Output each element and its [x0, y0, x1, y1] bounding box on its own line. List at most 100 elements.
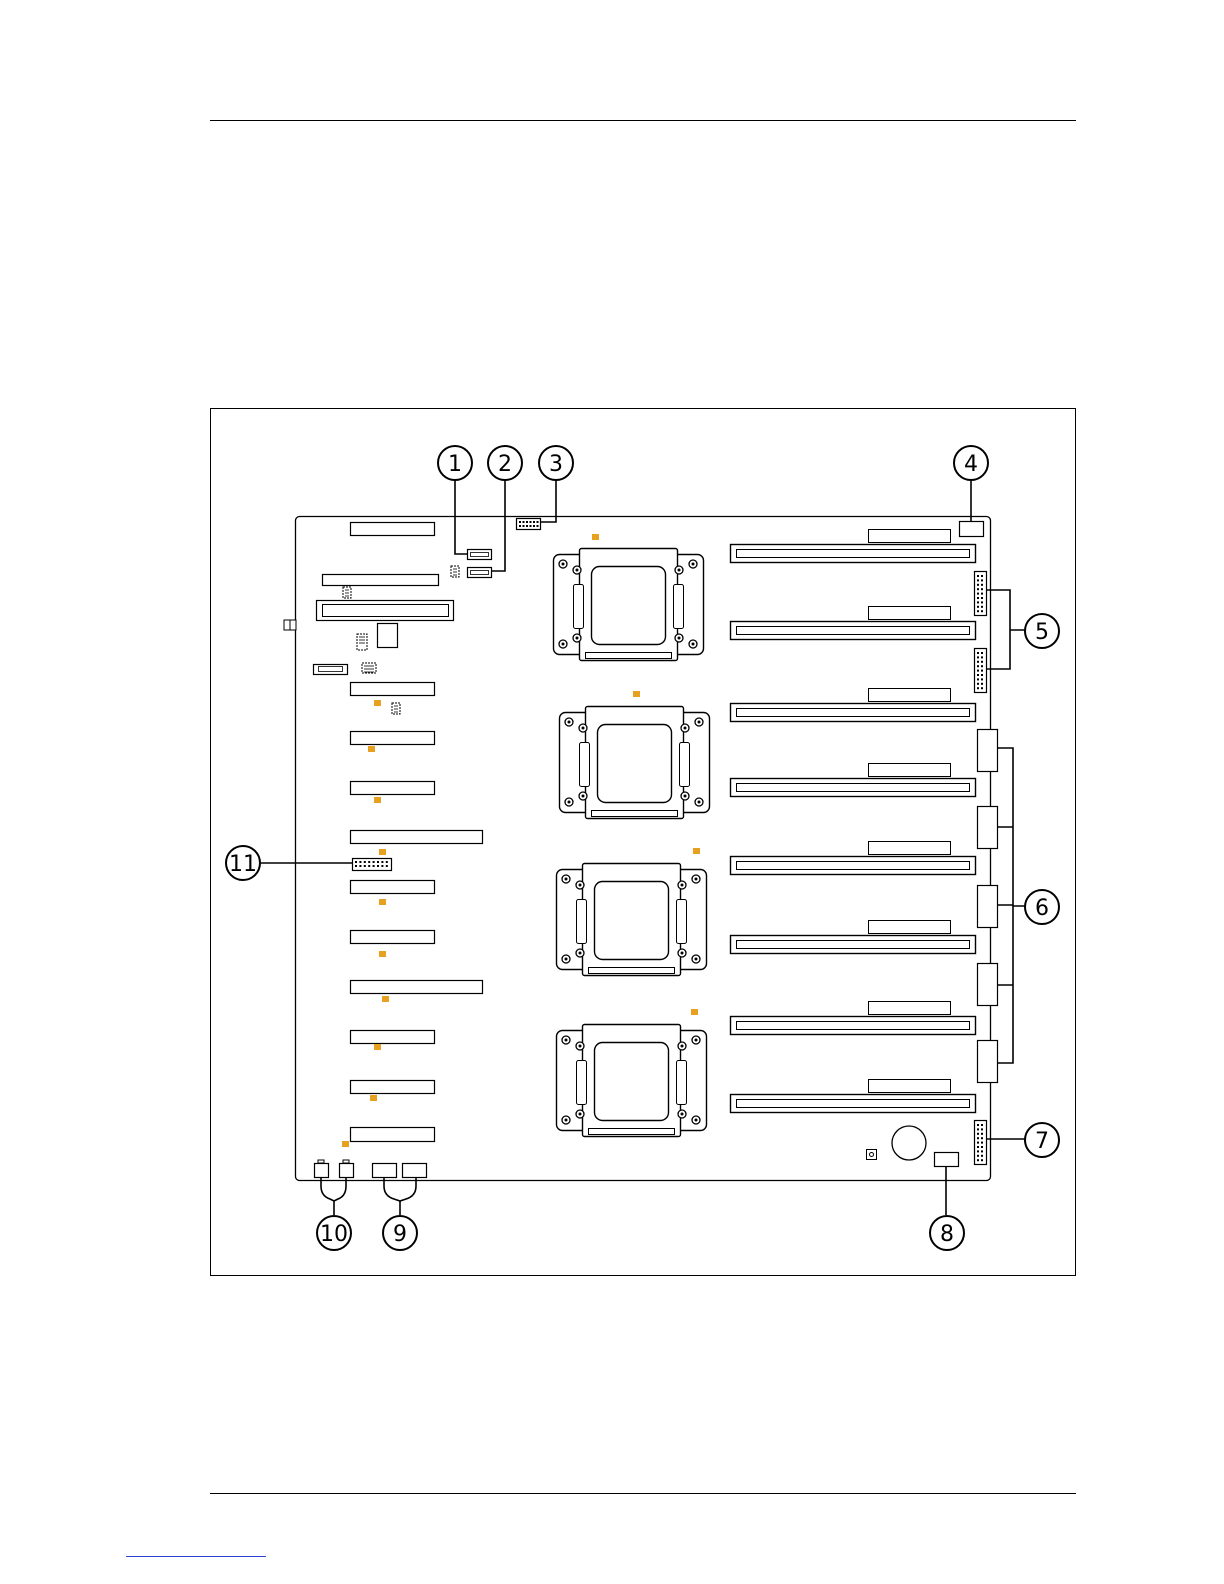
expansion-slot-6	[351, 881, 435, 894]
cpu-screw-center	[565, 1119, 568, 1122]
status-led-2	[633, 691, 640, 697]
cpu-clip-left	[574, 585, 584, 629]
header-pin	[981, 1159, 983, 1161]
callout-number-3: 3	[549, 452, 563, 477]
expansion-slot-7	[351, 931, 435, 944]
cpu-screw-center	[576, 637, 579, 640]
jumper-c	[362, 663, 376, 673]
connector-10b	[340, 1164, 354, 1178]
header-pin	[981, 1150, 983, 1152]
expansion-slot-3	[351, 732, 435, 745]
cpu-screw-center	[562, 643, 565, 646]
header-pin	[981, 601, 983, 603]
header-pin	[977, 1124, 979, 1126]
callout-number-7: 7	[1035, 1129, 1049, 1154]
header-pin	[977, 593, 979, 595]
header-pin	[359, 861, 361, 863]
header-pin	[519, 521, 521, 523]
dimm-slot-inner	[737, 627, 970, 635]
cpu-socket-4	[557, 1025, 707, 1137]
header-pin	[981, 1133, 983, 1135]
header-pin	[977, 670, 979, 672]
cpu-clip-right	[677, 1061, 687, 1105]
header-pin	[377, 865, 379, 867]
header-pin	[355, 861, 357, 863]
header-pin	[355, 865, 357, 867]
cpu-screw-center	[695, 878, 698, 881]
header-pin	[977, 687, 979, 689]
header-pin	[981, 579, 983, 581]
header-pin	[977, 1142, 979, 1144]
header-pin	[977, 1150, 979, 1152]
connector-10a-tab	[318, 1160, 324, 1163]
cpu-lever	[586, 653, 672, 659]
header-5a	[975, 572, 987, 616]
cpu-heatspreader	[595, 1043, 669, 1121]
cpu-clip-left	[577, 1061, 587, 1105]
connector-10b-tab	[343, 1160, 349, 1163]
header-pin	[981, 687, 983, 689]
status-led-7	[374, 797, 381, 803]
header-pin	[981, 1146, 983, 1148]
cpu-screw-center	[695, 1039, 698, 1042]
header-pin	[519, 525, 521, 527]
cpu-screw-center	[562, 563, 565, 566]
cpu-clip-right	[680, 743, 690, 787]
jumper-b	[357, 634, 367, 650]
header-pin	[526, 525, 528, 527]
cpu-screw-center	[565, 958, 568, 961]
connector-9b	[403, 1164, 427, 1178]
cpu-screw-center	[582, 795, 585, 798]
status-led-12	[374, 1044, 381, 1050]
cpu-screw-center	[582, 727, 585, 730]
header-pin	[386, 861, 388, 863]
header-pin	[386, 865, 388, 867]
cpu-heatspreader	[595, 882, 669, 960]
connector-10a	[315, 1164, 329, 1178]
small-button	[867, 1150, 877, 1160]
dimm-latch-5	[869, 842, 951, 855]
fan-connector-4	[978, 964, 998, 1006]
header-pin	[381, 865, 383, 867]
expansion-slot-9	[351, 1031, 435, 1044]
header-pin	[981, 1155, 983, 1157]
callout-number-1: 1	[448, 452, 462, 477]
leader-6	[997, 748, 1025, 1063]
cpu-screw-center	[681, 1113, 684, 1116]
header-pin	[981, 1142, 983, 1144]
cpu-clip-right	[674, 585, 684, 629]
status-led-5	[374, 700, 381, 706]
header-pin	[981, 593, 983, 595]
header-pin	[359, 865, 361, 867]
header-pin	[530, 521, 532, 523]
header-pin	[977, 606, 979, 608]
sata-connector-1-inner	[471, 553, 489, 557]
header-pin	[977, 678, 979, 680]
header-pin	[977, 575, 979, 577]
header-pin	[364, 861, 366, 863]
header-pin	[373, 865, 375, 867]
callout-number-2: 2	[498, 452, 512, 477]
dimm-slot-inner	[737, 784, 970, 792]
header-pin	[977, 1137, 979, 1139]
header-pin	[537, 521, 539, 523]
expansion-slot-10	[351, 1081, 435, 1094]
pcie-slot-short	[323, 575, 439, 586]
header-pin	[981, 588, 983, 590]
cpu-screw-center	[678, 569, 681, 572]
sata-connector-2-inner	[471, 571, 489, 575]
expansion-slot-4	[351, 782, 435, 795]
cpu-screw-center	[579, 1045, 582, 1048]
header-pin	[523, 521, 525, 523]
cpu-clip-right	[677, 900, 687, 944]
dimm-slot-inner	[737, 550, 970, 558]
cpu-clip-left	[580, 743, 590, 787]
header-pin	[977, 584, 979, 586]
header-pin	[981, 1128, 983, 1130]
cpu-screw-center	[681, 952, 684, 955]
expansion-slot-11	[351, 1128, 435, 1142]
status-led-3	[693, 848, 700, 854]
header-pin	[981, 674, 983, 676]
callout-number-11: 11	[229, 852, 257, 877]
status-led-11	[382, 996, 389, 1002]
